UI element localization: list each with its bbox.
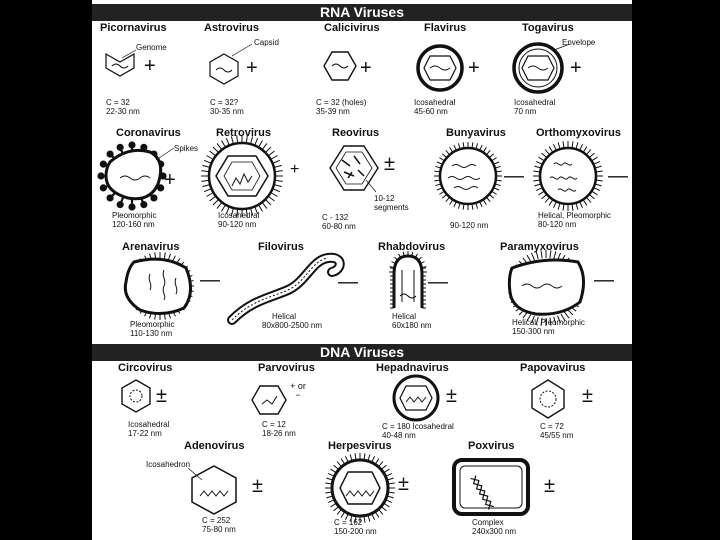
detail-line: 80-120 nm — [538, 220, 576, 229]
sense-sign: — — [338, 272, 358, 292]
detail-line: C = 72 — [540, 422, 564, 431]
virus-name: Herpesvirus — [328, 440, 392, 452]
sense-sign: — — [594, 270, 614, 290]
detail-line: 240x300 nm — [472, 527, 516, 536]
annotation-label: Icosahedron — [146, 460, 190, 469]
dna-header: DNA Viruses — [92, 344, 632, 361]
annotation-label: 10-12 segments — [374, 194, 422, 212]
detail-line: 35-39 nm — [316, 107, 350, 116]
detail-line: 90-120 nm — [218, 220, 256, 229]
virus-name: Retrovirus — [216, 127, 271, 139]
annotation-label: Envelope — [562, 38, 595, 47]
detail-line: 45-60 nm — [414, 107, 448, 116]
detail-line: 17-22 nm — [128, 429, 162, 438]
detail-line: 60x180 nm — [392, 321, 432, 330]
virus-name: Reovirus — [332, 127, 379, 139]
detail-line: C = 252 — [202, 516, 230, 525]
detail-line: 30-35 nm — [210, 107, 244, 116]
sense-sign: + — [360, 58, 372, 78]
detail-line: C = 32? — [210, 98, 238, 107]
rna-header: RNA Viruses — [92, 4, 632, 21]
sense-sign: + — [164, 170, 176, 190]
virus-name: Bunyavirus — [446, 127, 506, 139]
sense-sign: — — [608, 166, 628, 186]
detail-line: Complex — [472, 518, 504, 527]
sense-sign: ± — [252, 476, 263, 496]
detail-line: C = 162 — [334, 518, 362, 527]
sense-sign: ± — [156, 386, 167, 406]
detail-line: 80x800-2500 nm — [262, 321, 322, 330]
detail-line: 150-300 nm — [512, 327, 555, 336]
virus-name: Flavirus — [424, 22, 466, 34]
sense-sign: ± — [384, 154, 395, 174]
detail-line: Helical — [272, 312, 296, 321]
detail-line: C - 132 — [322, 213, 348, 222]
detail-line: 75-80 nm — [202, 525, 236, 534]
detail-line: Helical, Pleomorphic — [512, 318, 585, 327]
poxvirus-icon — [92, 0, 93, 1]
detail-line: Helical, Pleomorphic — [538, 211, 611, 220]
detail-line: C = 12 — [262, 420, 286, 429]
sense-sign: + — [144, 56, 156, 76]
virus-name: Orthomyxovirus — [536, 127, 621, 139]
virus-name: Coronavirus — [116, 127, 181, 139]
detail-line: 60-80 nm — [322, 222, 356, 231]
detail-line: 45/55 nm — [540, 431, 573, 440]
virus-name: Picornavirus — [100, 22, 167, 34]
detail-line: Icosahedral — [128, 420, 169, 429]
virus-name: Poxvirus — [468, 440, 514, 452]
virus-name: Hepadnavirus — [376, 362, 449, 374]
detail-line: C = 32 — [106, 98, 130, 107]
virus-name: Togavirus — [522, 22, 574, 34]
sense-sign: ± — [582, 386, 593, 406]
detail-line: Icosahedral — [414, 98, 455, 107]
virus-chart-panel: RNA Viruses DNA Viruses Picornavirus Gen… — [92, 0, 632, 540]
sense-sign: + — [570, 58, 582, 78]
detail-line: 150-200 nm — [334, 527, 377, 536]
detail-line: 70 nm — [514, 107, 536, 116]
detail-line: 18-26 nm — [262, 429, 296, 438]
virus-name: Rhabdovirus — [378, 241, 445, 253]
virus-name: Parvovirus — [258, 362, 315, 374]
detail-line: C = 32 (holes) — [316, 98, 366, 107]
detail-line: Icosahedral — [218, 211, 259, 220]
virus-name: Astrovirus — [204, 22, 259, 34]
detail-line: 110-130 nm — [130, 329, 172, 338]
virus-name: Adenovirus — [184, 440, 245, 452]
detail-line: Pleomorphic — [112, 211, 156, 220]
sense-sign: ± — [398, 474, 409, 494]
annotation-label: Spikes — [174, 144, 198, 153]
sense-sign: ± — [446, 386, 457, 406]
sense-sign: + or − — [290, 382, 306, 400]
sense-sign: + — [246, 58, 258, 78]
sense-sign: ± — [544, 476, 555, 496]
detail-line: 120-160 nm — [112, 220, 155, 229]
virus-name: Arenavirus — [122, 241, 179, 253]
detail-line: 40-48 nm — [382, 431, 416, 440]
virus-name: Calicivirus — [324, 22, 380, 34]
sense-sign: + — [290, 160, 299, 180]
sense-sign: — — [428, 272, 448, 292]
detail-line: Icosahedral — [514, 98, 555, 107]
detail-line: 90-120 nm — [450, 221, 488, 230]
detail-line: Helical — [392, 312, 416, 321]
detail-line: Pleomorphic — [130, 320, 174, 329]
detail-line: 22-30 nm — [106, 107, 140, 116]
sense-sign: — — [504, 166, 524, 186]
annotation-label: Genome — [136, 43, 167, 52]
virus-name: Paramyxovirus — [500, 241, 579, 253]
sense-sign: — — [200, 270, 220, 290]
virus-name: Papovavirus — [520, 362, 585, 374]
virus-name: Filovirus — [258, 241, 304, 253]
sense-sign: + — [468, 58, 480, 78]
virus-name: Circovirus — [118, 362, 172, 374]
detail-line: C = 180 Icosahedral — [382, 422, 454, 431]
annotation-label: Capsid — [254, 38, 279, 47]
